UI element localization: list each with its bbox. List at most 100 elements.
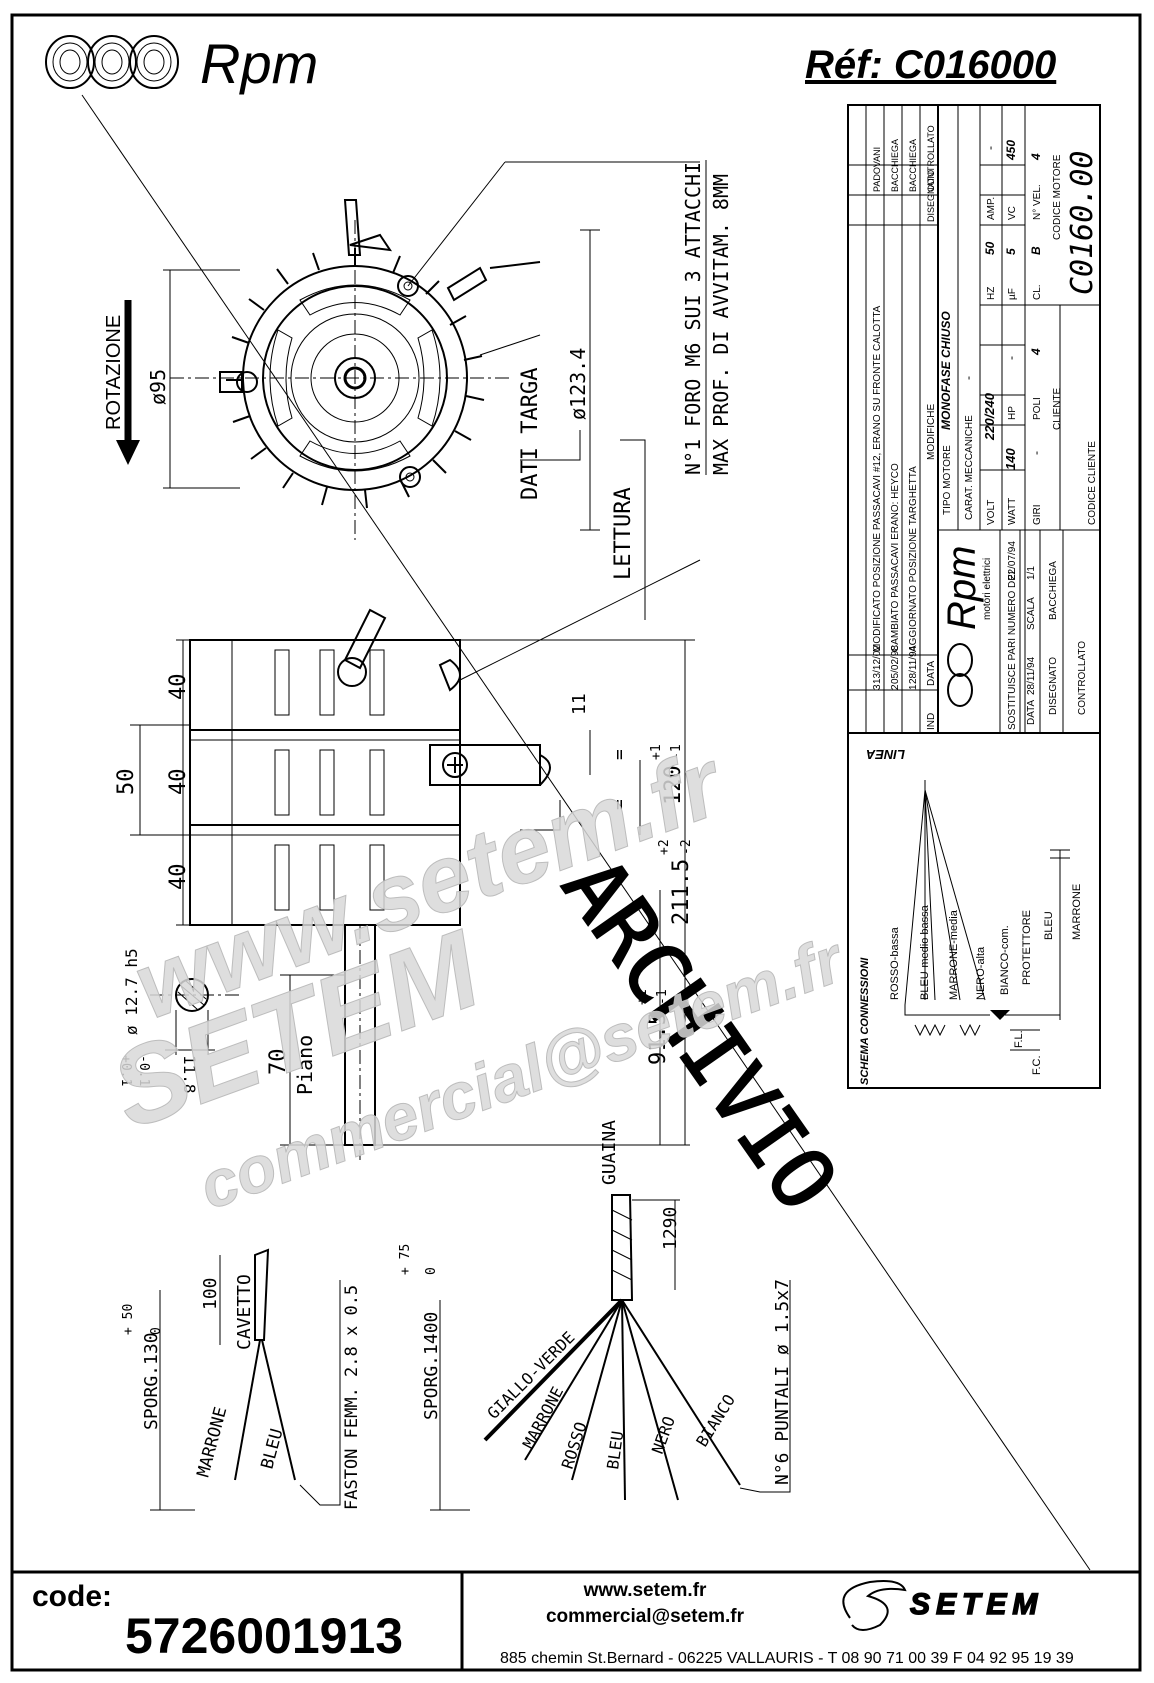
sheet-border <box>10 13 1142 1672</box>
rev-3-by: PADOVANI <box>872 147 882 192</box>
code-value: 5726001913 <box>125 1608 403 1664</box>
shaft-flat-tol-dn: -0.1 <box>136 1055 151 1086</box>
brand-logo-text: Rpm <box>200 32 318 95</box>
rev-3-date: 13/12/02 <box>872 645 883 684</box>
schema-title: SCHEMA CONNESSIONI <box>859 957 871 1085</box>
guaina-label: GUAINA <box>599 1120 620 1185</box>
cavetto-label: CAVETTO <box>234 1274 255 1350</box>
dim-70: 70 <box>266 1049 291 1076</box>
footer-website: www.setem.fr <box>583 1580 707 1601</box>
faston-label: FASTON FEMM. 2.8 x 0.5 <box>342 1285 362 1510</box>
dim-211-tol-up: +2 <box>657 839 672 855</box>
shaft-section <box>150 978 240 1055</box>
dim-eq-2: = <box>609 799 630 810</box>
data-value: 28/11/94 <box>1026 656 1037 695</box>
puntali-label: N°6 PUNTALI ø 1.5x7 <box>772 1279 793 1485</box>
cl-label: CL. <box>1032 284 1043 300</box>
giri-value: - <box>1029 451 1043 455</box>
cliente-label: CLIENTE <box>1052 387 1063 430</box>
carat-value: - <box>961 376 975 380</box>
dim-91-tol-dn: -1 <box>655 989 670 1005</box>
rev-2-ind: 2 <box>890 684 901 690</box>
foro-note-line2: MAX PROF. DI AVVITAM. 8MM <box>709 174 733 475</box>
shaft-flat-tol-up: +0.1 <box>118 1055 133 1086</box>
codice-cliente-label: CODICE CLIENTE <box>1087 441 1098 525</box>
vc-value: 450 <box>1004 140 1018 161</box>
footer-email: commercial@setem.fr <box>546 1606 745 1627</box>
poli-label: POLI <box>1032 397 1043 420</box>
foro-note-line1: N°1 FORO M6 SUI 3 ATTACCHI <box>681 162 705 475</box>
sporg-1400-tol-dn: 0 <box>424 1267 439 1275</box>
rev-header-ind: IND <box>926 713 937 730</box>
rev-1-by: BACCHIEGA <box>908 139 918 192</box>
codice-motore-label: CODICE MOTORE <box>1052 154 1063 240</box>
dim-40-top: 40 <box>166 674 191 701</box>
rev-3-text: MODIFICATO POSIZIONE PASSACAVI #12, ERAN… <box>872 305 883 652</box>
amp-label: AMP. <box>986 197 997 220</box>
connection-schema <box>847 732 1101 1089</box>
poli-value: 4 <box>1029 348 1043 356</box>
dim-91-tol-up: +1 <box>635 989 650 1005</box>
dim-40-mid: 40 <box>166 769 191 796</box>
schema-label-bianco: BIANCO-com. <box>999 925 1011 995</box>
rev-3-ind: 3 <box>872 684 883 690</box>
rev-2-by: BACCHIEGA <box>890 139 900 192</box>
disegnato-value: BACCHIEGA <box>1048 561 1059 620</box>
sporg-1400-label: SPORG.1400 <box>421 1312 442 1420</box>
diameter-123-label: ø123.4 <box>566 348 590 420</box>
hp-label: HP <box>1007 406 1018 420</box>
dim-120-tol-up: +1 <box>649 744 664 760</box>
tipo-motore-label: TIPO MOTORE <box>942 445 953 515</box>
tipo-motore-value: MONOFASE CHIUSO <box>939 311 953 430</box>
sostituisce-label: SOSTITUISCE PARI NUMERO DEL <box>1007 568 1018 730</box>
sporg-130-label: SPORG.130 <box>141 1332 162 1430</box>
sporg-130-tol-dn: 0 <box>149 1327 164 1335</box>
scala-label: SCALA <box>1026 597 1037 630</box>
dim-211: 211.5 <box>669 859 694 925</box>
schema-label-marrone: MARRONE-media <box>948 909 960 1000</box>
rotation-label: ROTAZIONE <box>103 315 125 430</box>
motor-side-view <box>130 608 695 1160</box>
dim-11: 11 <box>569 693 590 715</box>
rpm-logo: Rpm <box>45 32 318 95</box>
dim-50: 50 <box>114 769 139 796</box>
controllato-label: CONTROLLATO <box>1077 641 1088 715</box>
dim-1290: 1290 <box>660 1207 681 1250</box>
codice-motore-value: C0160.00 <box>1065 151 1100 296</box>
footer-address: 885 chemin St.Bernard - 06225 VALLAURIS … <box>500 1650 1074 1667</box>
sostituisce-date: 22/07/94 <box>1007 541 1018 580</box>
disegnato-label: DISEGNATO <box>1048 657 1059 715</box>
dim-120-tol-dn: -1 <box>669 744 684 760</box>
reference-code: Réf: C016000 <box>805 43 1056 87</box>
lettura-label: LETTURA <box>611 487 636 580</box>
piano-label: Piano <box>293 1035 317 1095</box>
uf-label: µF <box>1007 288 1018 300</box>
giri-label: GIRI <box>1032 504 1043 525</box>
schema-fl: F.L. <box>1013 1030 1025 1048</box>
nvel-value: 4 <box>1029 153 1043 161</box>
watt-value: 140 <box>1003 448 1018 470</box>
schema-label-bleu-mb: BLEU-medio bassa <box>919 904 931 1000</box>
schema-label-bleu: BLEU <box>1043 911 1055 940</box>
company-brand: Rpm <box>940 546 984 630</box>
hz-label: HZ <box>986 287 997 300</box>
hz-value: 50 <box>983 241 997 255</box>
carat-label: CARAT. MECCANICHE <box>964 415 975 520</box>
schema-linea: LINEA <box>866 747 905 762</box>
schema-label-rosso: ROSSO-bassa <box>889 926 901 1000</box>
dim-91: 91.5 <box>646 1012 671 1065</box>
data-label: DATA <box>1026 699 1037 725</box>
volt-value: 220/240 <box>982 392 997 441</box>
sporg-1400-tol-up: + 75 <box>398 1244 413 1275</box>
scala-value: 1/1 <box>1026 566 1037 580</box>
schema-label-nero: NERO-alta <box>975 946 987 1000</box>
schema-label-marrone-2: MARRONE <box>1071 884 1083 940</box>
schema-label-protettore: PROTETTORE <box>1021 910 1033 985</box>
dim-100: 100 <box>200 1277 221 1310</box>
schema-fc: F.C. <box>1031 1055 1043 1075</box>
setem-logo: SETEM <box>842 1580 1038 1631</box>
amp-value: - <box>983 146 997 150</box>
diameter-95-label: ø95 <box>146 369 170 405</box>
hp-value: - <box>1004 356 1018 360</box>
